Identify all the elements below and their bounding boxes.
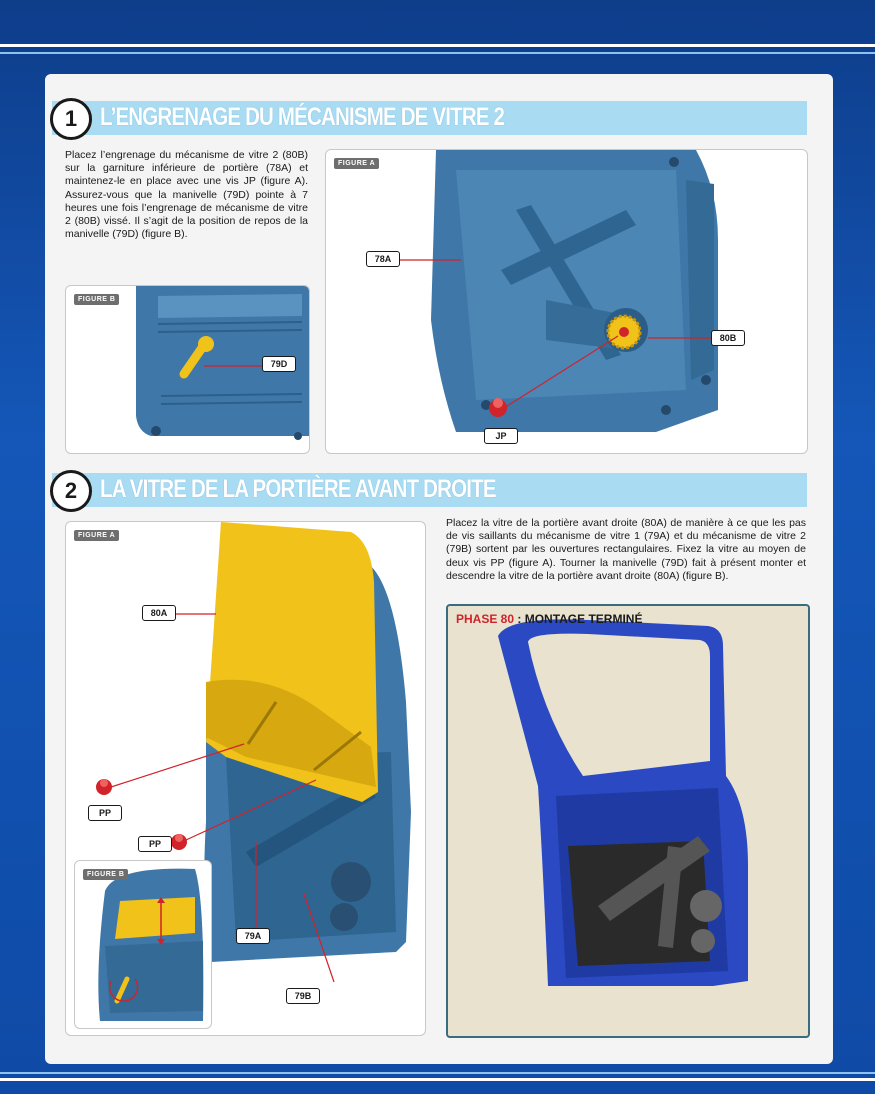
figure-a-tag: FIGURE A xyxy=(334,158,380,169)
door-trim-illustration xyxy=(136,286,309,440)
figure-a-tag-2: FIGURE A xyxy=(74,530,120,541)
step2-figure-b: FIGURE B xyxy=(74,860,212,1029)
step1-text: Placez l’engrenage du mécanisme de vitre… xyxy=(65,149,308,241)
label-JP: JP xyxy=(484,428,518,444)
bottom-stripe-thin xyxy=(0,1078,875,1081)
finished-door-illustration xyxy=(498,619,748,986)
label-79D: 79D xyxy=(262,356,296,372)
phase-complete-panel: PHASE 80 : MONTAGE TERMINÉ xyxy=(446,604,810,1038)
step1-figure-b: FIGURE B 79D xyxy=(65,285,310,454)
label-78A: 78A xyxy=(366,251,400,267)
label-80A: 80A xyxy=(142,605,176,621)
phase-number: PHASE 80 xyxy=(456,612,515,626)
step1-title: L’ENGRENAGE DU MÉCANISME DE VITRE 2 xyxy=(100,103,505,131)
step2-title: LA VITRE DE LA PORTIÈRE AVANT DROITE xyxy=(100,475,496,503)
phase-status: : MONTAGE TERMINÉ xyxy=(514,612,643,626)
step2-number: 2 xyxy=(50,470,92,512)
label-79A: 79A xyxy=(236,928,270,944)
step1-number: 1 xyxy=(50,98,92,140)
figure-b-tag: FIGURE B xyxy=(74,294,120,305)
label-79B: 79B xyxy=(286,988,320,1004)
step2-figure-a: FIGURE A 80A PP PP 79A 79B FIGURE B xyxy=(65,521,426,1036)
label-PP-2: PP xyxy=(138,836,172,852)
door-window-motion-illustration xyxy=(98,868,204,1021)
step1-header: 1 L’ENGRENAGE DU MÉCANISME DE VITRE 2 xyxy=(50,98,807,140)
step2-header: 2 LA VITRE DE LA PORTIÈRE AVANT DROITE xyxy=(50,470,807,512)
phase-title: PHASE 80 : MONTAGE TERMINÉ xyxy=(456,612,642,626)
top-stripe xyxy=(0,44,875,47)
label-PP-1: PP xyxy=(88,805,122,821)
step2-text: Placez la vitre de la portière avant dro… xyxy=(446,517,806,582)
bottom-stripe xyxy=(0,1072,875,1074)
label-80B: 80B xyxy=(711,330,745,346)
top-stripe-thin xyxy=(0,52,875,54)
figure-b-tag-2: FIGURE B xyxy=(83,869,129,880)
door-glass-illustration xyxy=(96,522,411,983)
door-gear-illustration xyxy=(396,150,718,432)
step1-figure-a: FIGURE A 78A 80B JP xyxy=(325,149,808,454)
